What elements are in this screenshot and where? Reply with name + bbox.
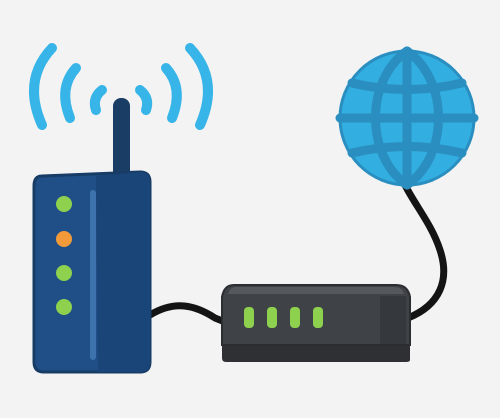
modem-led-1 xyxy=(244,307,254,328)
router-antenna xyxy=(113,98,130,190)
modem-led-2 xyxy=(267,307,277,328)
router-side-panel xyxy=(96,172,150,372)
router-led-4 xyxy=(56,299,72,315)
modem-side-shade xyxy=(380,296,406,344)
globe-grid-lines xyxy=(335,46,479,190)
modem-base xyxy=(222,345,410,362)
modem-to-globe-cable xyxy=(401,181,448,322)
cable-icon xyxy=(146,181,448,326)
modem-icon xyxy=(221,284,411,362)
router-led-2 xyxy=(56,231,72,247)
router-led-3 xyxy=(56,265,72,281)
globe-outline xyxy=(338,49,476,187)
modem-top-edge xyxy=(228,287,404,294)
router-to-modem-cable xyxy=(146,302,229,326)
modem-led-4 xyxy=(313,307,323,328)
wifi-waves-icon xyxy=(29,43,213,130)
router-highlight xyxy=(90,190,96,360)
router-led-1 xyxy=(56,196,72,212)
globe-icon xyxy=(335,46,479,190)
wireless-router-icon xyxy=(32,98,152,374)
modem-led-3 xyxy=(290,307,300,328)
